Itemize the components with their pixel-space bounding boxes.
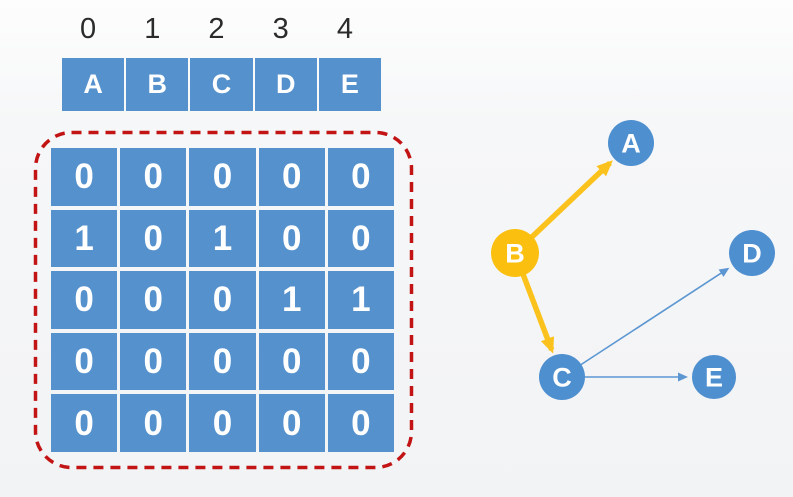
matrix-cell-r1-c3: 0 xyxy=(258,209,325,268)
vertex-header-A: A xyxy=(62,58,125,111)
column-index-2: 2 xyxy=(208,12,225,45)
node-circle-E xyxy=(692,355,736,399)
column-index-1: 1 xyxy=(144,12,161,45)
edge-C-to-D xyxy=(561,267,730,378)
graph-node-C: C xyxy=(539,354,585,400)
matrix-cell-r0-c0: 0 xyxy=(51,148,118,206)
node-circle-B xyxy=(491,229,539,277)
matrix-cell-r2-c4: 1 xyxy=(327,271,394,329)
matrix-cell-r0-c2: 0 xyxy=(189,148,256,206)
node-label-C: C xyxy=(552,363,572,393)
matrix-cell-r3-c1: 0 xyxy=(120,332,187,391)
matrix-cell-r1-c2: 1 xyxy=(189,209,256,268)
matrix-cell-r3-c4: 0 xyxy=(327,332,394,391)
graph-node-D: D xyxy=(729,230,775,276)
column-index-4: 4 xyxy=(336,12,353,45)
matrix-cell-r0-c4: 0 xyxy=(327,148,394,206)
vertex-header-B: B xyxy=(126,58,189,111)
matrix-cell-r3-c3: 0 xyxy=(258,332,325,391)
matrix-cell-r4-c2: 0 xyxy=(189,394,256,452)
node-circle-D xyxy=(729,230,775,276)
node-label-B: B xyxy=(505,239,525,269)
matrix-cell-r4-c4: 0 xyxy=(327,394,394,452)
matrix-cell-r1-c1: 0 xyxy=(120,209,187,268)
graph-node-A: A xyxy=(608,120,654,166)
node-label-D: D xyxy=(742,239,762,269)
vertex-header-C: C xyxy=(190,58,253,111)
matrix-cell-r4-c1: 0 xyxy=(120,394,187,452)
matrix-cell-r2-c0: 0 xyxy=(51,271,118,329)
node-circle-C xyxy=(539,354,585,400)
matrix-cell-r0-c1: 0 xyxy=(120,148,187,206)
vertex-header-D: D xyxy=(254,58,317,111)
matrix-cell-r3-c2: 0 xyxy=(189,332,256,391)
matrix-cell-r4-c0: 0 xyxy=(51,394,118,452)
matrix-cell-r1-c4: 0 xyxy=(327,209,394,268)
matrix-cell-r1-c0: 1 xyxy=(51,209,118,268)
matrix-cell-r2-c3: 1 xyxy=(258,271,325,329)
node-label-E: E xyxy=(705,363,723,393)
matrix-cell-r2-c2: 0 xyxy=(189,271,256,329)
matrix-cell-r4-c3: 0 xyxy=(258,394,325,452)
column-index-0: 0 xyxy=(80,12,97,45)
graph-node-B: B xyxy=(491,229,539,277)
matrix-cell-r3-c0: 0 xyxy=(51,332,118,391)
matrix-cell-r0-c3: 0 xyxy=(258,148,325,206)
graph-node-E: E xyxy=(692,355,736,399)
node-circle-A xyxy=(608,120,654,166)
column-index-3: 3 xyxy=(272,12,289,45)
node-label-A: A xyxy=(621,129,641,159)
vertex-header-E: E xyxy=(318,58,381,111)
matrix-cell-r2-c1: 0 xyxy=(120,271,187,329)
column-index-row: 0 1 2 3 4 xyxy=(57,10,376,48)
